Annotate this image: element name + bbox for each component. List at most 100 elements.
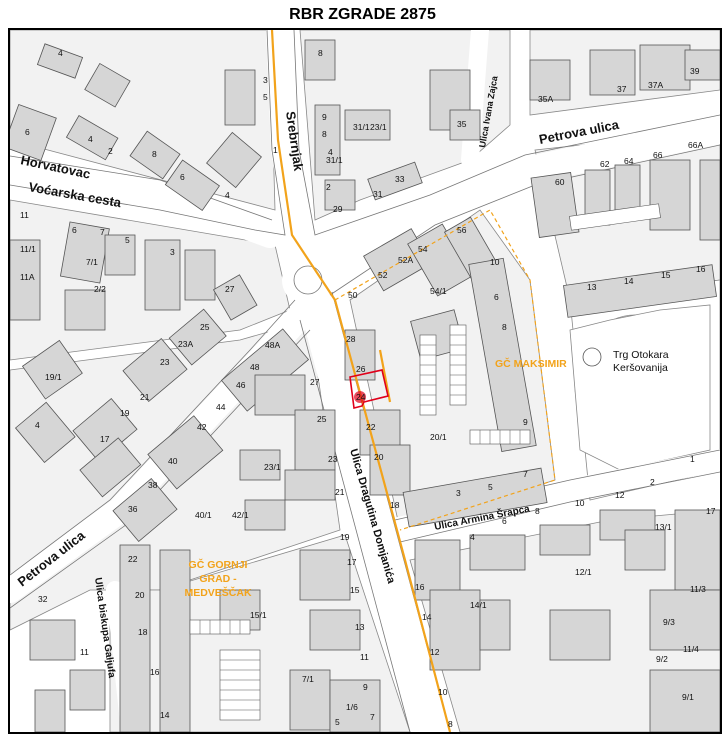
svg-text:7: 7: [370, 712, 375, 722]
svg-text:16: 16: [415, 582, 425, 592]
svg-text:32: 32: [38, 594, 48, 604]
svg-text:16: 16: [150, 667, 160, 677]
svg-text:35A: 35A: [538, 94, 553, 104]
svg-text:1: 1: [273, 145, 278, 155]
svg-text:1: 1: [690, 454, 695, 464]
svg-text:10: 10: [490, 257, 500, 267]
svg-text:62: 62: [600, 159, 610, 169]
svg-text:5: 5: [125, 235, 130, 245]
svg-text:10: 10: [438, 687, 448, 697]
svg-text:11: 11: [20, 210, 29, 220]
svg-text:9: 9: [523, 417, 528, 427]
svg-text:56: 56: [457, 225, 467, 235]
svg-text:66A: 66A: [688, 140, 703, 150]
svg-text:2: 2: [108, 146, 113, 156]
svg-text:3: 3: [263, 75, 268, 85]
svg-text:6: 6: [180, 172, 185, 182]
svg-text:20: 20: [135, 590, 145, 600]
svg-text:35: 35: [457, 119, 467, 129]
svg-text:37: 37: [617, 84, 627, 94]
svg-text:31/1: 31/1: [353, 122, 370, 132]
svg-text:39: 39: [690, 66, 700, 76]
svg-text:15: 15: [661, 270, 671, 280]
svg-text:15: 15: [350, 585, 360, 595]
svg-text:8: 8: [318, 48, 323, 58]
house-numbers: 4 8 3 5 1 6 4 2 8 6 4 9 8 4 31/1 23/1 31…: [20, 48, 716, 729]
svg-text:25: 25: [317, 414, 327, 424]
svg-text:7/1: 7/1: [302, 674, 314, 684]
svg-text:54/1: 54/1: [430, 286, 447, 296]
svg-text:19: 19: [340, 532, 350, 542]
svg-text:8: 8: [535, 506, 540, 516]
svg-text:48A: 48A: [265, 340, 280, 350]
svg-text:4: 4: [328, 147, 333, 157]
svg-text:14: 14: [160, 710, 170, 720]
svg-text:4: 4: [58, 48, 63, 58]
svg-text:4: 4: [88, 134, 93, 144]
svg-text:50: 50: [348, 290, 358, 300]
svg-text:8: 8: [502, 322, 507, 332]
svg-text:1/6: 1/6: [346, 702, 358, 712]
svg-text:21: 21: [140, 392, 150, 402]
svg-text:22: 22: [128, 554, 138, 564]
park-area: [569, 279, 720, 501]
svg-text:13/1: 13/1: [655, 522, 672, 532]
svg-text:27: 27: [225, 284, 235, 294]
svg-text:17: 17: [100, 434, 110, 444]
svg-text:3: 3: [456, 488, 461, 498]
svg-text:48: 48: [250, 362, 260, 372]
svg-text:6: 6: [494, 292, 499, 302]
svg-text:27: 27: [310, 377, 320, 387]
monument-icon: [582, 347, 602, 367]
cadastral-map[interactable]: 24 Srebrnjak Horvatovac Voćarska cesta P…: [8, 28, 722, 734]
svg-text:6: 6: [72, 225, 77, 235]
svg-text:3: 3: [170, 247, 175, 257]
svg-text:18: 18: [390, 500, 400, 510]
svg-text:23: 23: [328, 454, 338, 464]
svg-text:5: 5: [263, 92, 268, 102]
svg-text:11: 11: [360, 652, 369, 662]
svg-text:19/1: 19/1: [45, 372, 62, 382]
svg-text:8: 8: [448, 719, 453, 729]
svg-text:14/1: 14/1: [470, 600, 487, 610]
highlighted-parcel-marker: [354, 391, 366, 403]
svg-text:6: 6: [25, 127, 30, 137]
svg-text:16: 16: [696, 264, 706, 274]
svg-text:66: 66: [653, 150, 663, 160]
svg-text:64: 64: [624, 156, 634, 166]
svg-text:6: 6: [502, 516, 507, 526]
svg-text:29: 29: [333, 204, 343, 214]
svg-text:37A: 37A: [648, 80, 663, 90]
svg-text:14: 14: [624, 276, 634, 286]
svg-text:9: 9: [322, 112, 327, 122]
svg-text:21: 21: [335, 487, 345, 497]
svg-text:9/3: 9/3: [663, 617, 675, 627]
svg-text:2/2: 2/2: [94, 284, 106, 294]
svg-text:7: 7: [100, 227, 105, 237]
svg-text:46: 46: [236, 380, 246, 390]
svg-text:17: 17: [706, 506, 716, 516]
svg-text:18: 18: [138, 627, 148, 637]
svg-text:25: 25: [200, 322, 210, 332]
svg-text:8: 8: [152, 149, 157, 159]
svg-text:20: 20: [374, 452, 384, 462]
svg-text:9/1: 9/1: [682, 692, 694, 702]
svg-text:20/1: 20/1: [430, 432, 447, 442]
svg-text:52: 52: [378, 270, 388, 280]
svg-text:23: 23: [160, 357, 170, 367]
buildings: [10, 39, 720, 732]
svg-text:33: 33: [395, 174, 405, 184]
highlighted-parcel[interactable]: [349, 369, 389, 409]
svg-text:52A: 52A: [398, 255, 413, 265]
map-title: RBR ZGRADE 2875: [289, 6, 436, 23]
svg-text:2: 2: [326, 182, 331, 192]
svg-text:11A: 11A: [20, 272, 35, 282]
svg-text:11: 11: [80, 647, 89, 657]
svg-text:23A: 23A: [178, 339, 193, 349]
svg-text:4: 4: [35, 420, 40, 430]
svg-text:12/1: 12/1: [575, 567, 592, 577]
svg-text:54: 54: [418, 244, 428, 254]
svg-text:40/1: 40/1: [195, 510, 212, 520]
